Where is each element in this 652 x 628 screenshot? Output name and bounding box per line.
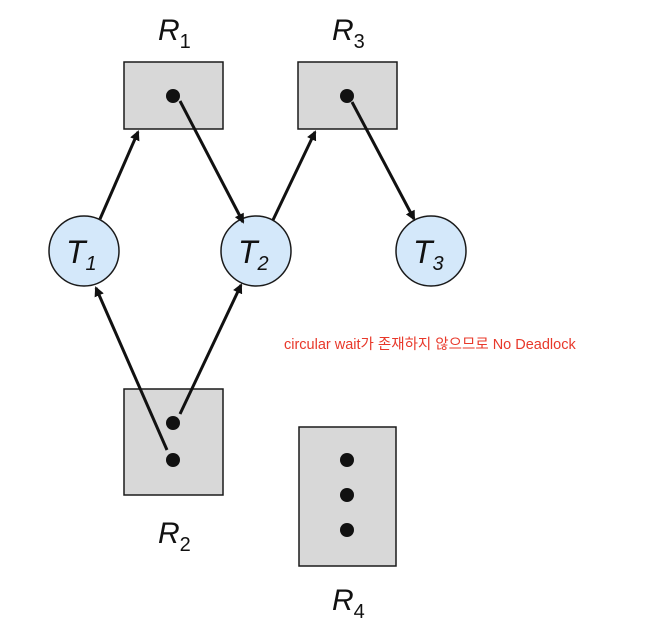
edge-t1-request-r1 (98, 130, 140, 220)
resource-r2-label: R2 (158, 517, 191, 556)
thread-t1-node (48, 215, 120, 287)
resource-r1-label: R1 (158, 14, 191, 53)
resource-r4-instance-3 (340, 523, 354, 537)
resource-r4: R4 (298, 426, 397, 623)
resource-r3-label: R3 (332, 14, 365, 53)
no-deadlock-note: circular wait가 존재하지 않으므로 No Deadlock (284, 337, 576, 353)
edges (94, 100, 416, 451)
thread-t1-label: T1 (66, 234, 97, 275)
edge-r3-assigned-t3 (350, 101, 416, 221)
edge-t2-request-r3 (271, 130, 317, 221)
resource-r3: R3 (297, 14, 398, 130)
edge-r2-assigned-t2 (178, 283, 243, 415)
edge-r1-assigned-t2 (178, 100, 245, 224)
resource-r2-instance-2 (166, 453, 180, 467)
thread-t2-node (220, 215, 292, 287)
resource-r2: R2 (123, 388, 224, 556)
thread-t2-label: T2 (238, 234, 269, 275)
thread-t3-node (395, 215, 467, 287)
resource-r3-instance-1 (340, 89, 354, 103)
thread-t3: T3 (395, 215, 467, 287)
thread-t1: T1 (48, 215, 120, 287)
thread-t2: T2 (220, 215, 292, 287)
resource-r4-label: R4 (332, 584, 365, 623)
edge-r2-assigned-t1 (94, 286, 169, 451)
resource-r4-instance-2 (340, 488, 354, 502)
resource-r1-instance-1 (166, 89, 180, 103)
resource-r2-box (123, 388, 224, 496)
resource-r2-instance-1 (166, 416, 180, 430)
resource-r1: R1 (123, 14, 224, 130)
thread-t3-label: T3 (413, 234, 444, 275)
resource-r4-instance-1 (340, 453, 354, 467)
